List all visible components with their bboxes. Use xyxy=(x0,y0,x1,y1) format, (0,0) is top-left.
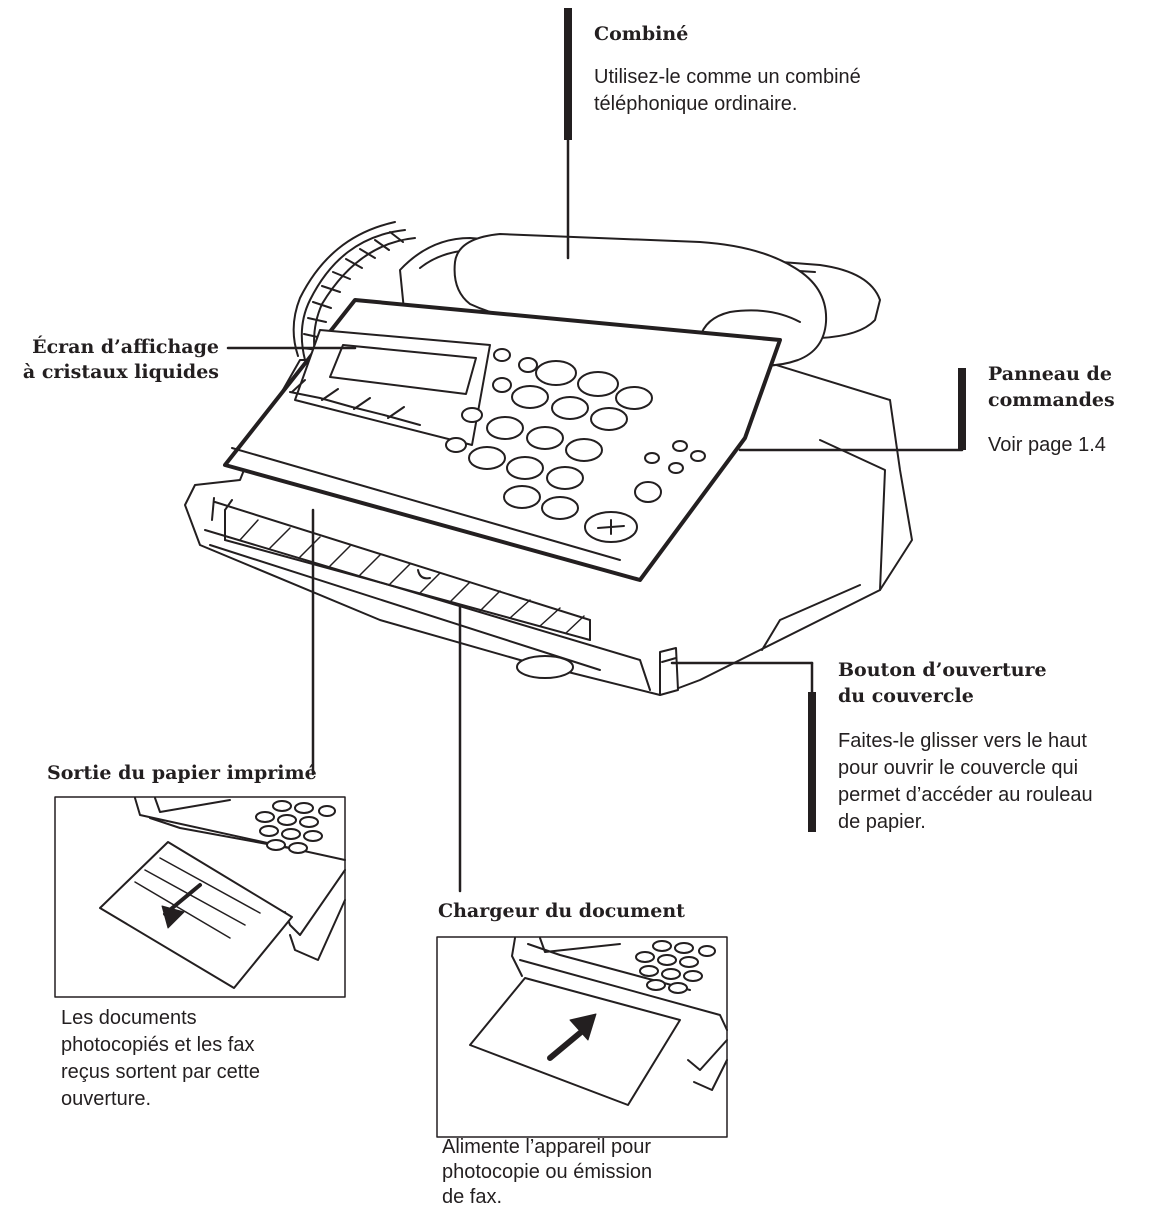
keypad-buttons xyxy=(445,348,706,543)
paper-exit-description-line-3: reçus sortent par cette xyxy=(61,1061,260,1083)
paper-exit-description-line-1: Les documents xyxy=(61,1007,197,1029)
paper-exit-description-line-4: ouverture. xyxy=(61,1088,152,1110)
paper-exit-title: Sortie du papier imprimé xyxy=(47,762,317,784)
cover-button-title-line-1: Bouton d’ouverture xyxy=(838,659,1047,681)
control-panel-description: Voir page 1.4 xyxy=(988,434,1106,456)
document-feeder-description-line-3: de fax. xyxy=(442,1186,503,1208)
paper-exit-description-line-2: photocopiés et les fax xyxy=(61,1034,255,1056)
cover-button-description-line-3: permet d’accéder au rouleau xyxy=(838,784,1093,806)
cover-button-title-line-2: du couvercle xyxy=(838,685,974,707)
handset-title: Combiné xyxy=(594,23,689,45)
document-feeder-title: Chargeur du document xyxy=(438,900,685,922)
fax-machine-illustration xyxy=(184,221,913,696)
lcd-screen xyxy=(329,344,477,395)
control-panel-title-line-2: commandes xyxy=(988,389,1115,411)
cover-button-description-line-2: pour ouvrir le couvercle qui xyxy=(838,757,1079,779)
document-feeder-description-line-2: photocopie ou émission xyxy=(442,1161,653,1183)
cover-button-description-line-4: de papier. xyxy=(838,811,926,833)
leader-lines xyxy=(226,8,966,893)
cover-button-description-line-1: Faites-le glisser vers le haut xyxy=(838,730,1087,752)
control-panel-title-line-1: Panneau de xyxy=(988,363,1112,385)
handset-description-line-2: téléphonique ordinaire. xyxy=(594,93,798,115)
document-feeder-description-line-1: Alimente l’appareil pour xyxy=(442,1136,652,1158)
coiled-cord xyxy=(292,221,416,361)
lcd-title-line-2: à cristaux liquides xyxy=(22,361,219,383)
document-feeder-inset xyxy=(436,936,728,1138)
handset-description-line-1: Utilisez-le comme un combiné xyxy=(594,66,861,88)
paper-exit-inset xyxy=(54,796,346,998)
lcd-title-line-1: Écran d’affichage xyxy=(32,336,219,358)
